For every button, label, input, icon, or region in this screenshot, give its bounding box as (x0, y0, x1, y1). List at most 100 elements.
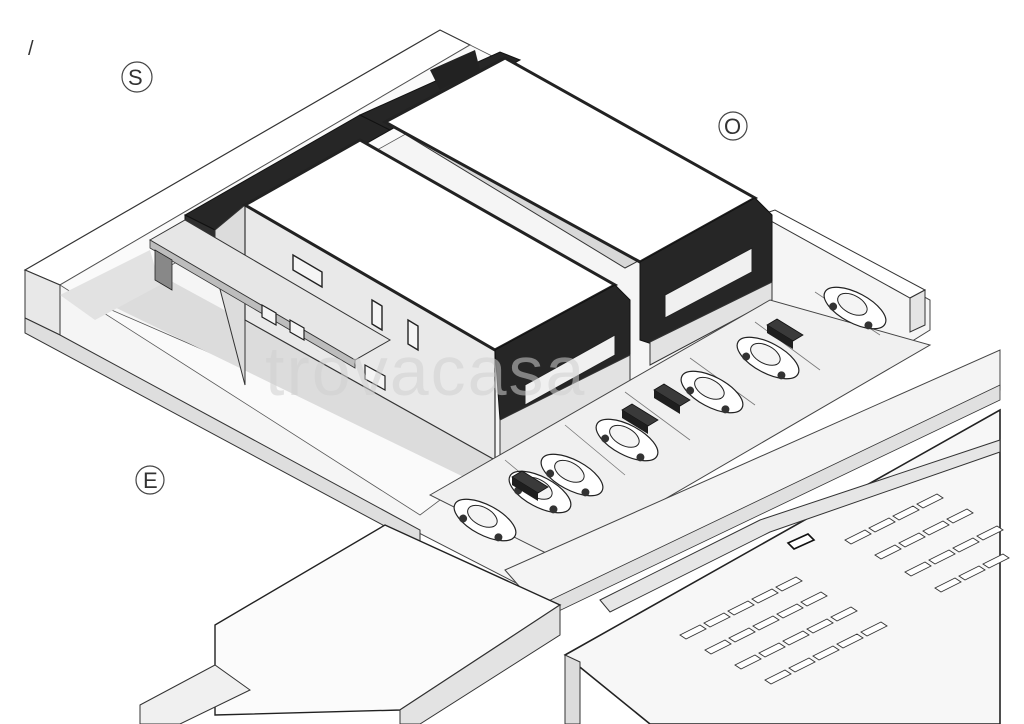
parking-divider-5 (754, 321, 821, 371)
page-mark: / (28, 38, 34, 60)
solar-panel (868, 517, 896, 533)
solar-panel (782, 630, 810, 646)
car (680, 370, 744, 414)
solar-panel (764, 669, 792, 685)
neighbour-sw-lower-roof (139, 664, 251, 724)
car-cabin (554, 459, 585, 483)
neighbour-building-south-west (139, 524, 562, 724)
perimeter-wall-left-long (24, 317, 421, 546)
solar-panel (904, 561, 932, 577)
east-block-ground-facade (649, 281, 773, 366)
solar-panel (922, 520, 950, 536)
window-lower-2 (289, 318, 305, 342)
solar-panel (836, 633, 864, 649)
parking-divider-3 (624, 391, 691, 441)
solar-panel (946, 508, 974, 524)
annotations: / S O E (28, 38, 748, 495)
compass-south-label: S (128, 65, 143, 90)
east-block-dark-band-2 (430, 50, 480, 90)
solar-panel (976, 525, 1004, 541)
roof-hatch (786, 533, 816, 550)
window-upper-3 (407, 318, 419, 352)
car-wheel (494, 533, 503, 542)
solar-panel (874, 544, 902, 560)
car-wheel (546, 469, 555, 478)
planter (621, 403, 659, 434)
solar-panel (958, 565, 986, 581)
solar-panel (704, 639, 732, 655)
west-block-frame-opening (524, 334, 616, 406)
car (823, 286, 887, 330)
solar-panel (982, 553, 1010, 569)
window-lower-3 (364, 363, 386, 392)
car-cabin (609, 424, 640, 448)
window-lower-1 (261, 303, 277, 327)
car-cabin (694, 376, 725, 400)
car-wheel (829, 302, 838, 311)
solar-panel (776, 603, 804, 619)
planter-side (512, 477, 538, 501)
car (595, 418, 659, 462)
east-boundary-wall (758, 209, 927, 333)
car-cabin (750, 342, 781, 366)
car-wheel (636, 453, 645, 462)
building-shadow-2 (60, 250, 160, 320)
planter (653, 383, 691, 414)
planter-side (654, 390, 680, 414)
planter (766, 318, 804, 349)
solar-panel-array (679, 493, 1010, 685)
compass-south-circle (121, 61, 153, 93)
solar-panel (952, 537, 980, 553)
planter (511, 470, 549, 501)
solar-panel (775, 576, 803, 592)
car-wheel (777, 371, 786, 380)
solar-panel (703, 612, 731, 628)
solar-panel (751, 588, 779, 604)
porch-column-louvre (154, 249, 173, 291)
window-upper-2 (371, 298, 383, 332)
car (453, 498, 517, 542)
building-east-block (358, 50, 773, 366)
solar-panel (788, 657, 816, 673)
car-wheel (864, 321, 873, 330)
solar-panel (734, 654, 762, 670)
solar-panel (812, 645, 840, 661)
compass-east-label: E (143, 468, 158, 493)
car-cabin (467, 504, 498, 528)
street-planters (511, 318, 804, 501)
car-wheel (549, 505, 558, 514)
solar-panel (928, 549, 956, 565)
solar-panel (860, 621, 888, 637)
car-cabin (837, 292, 868, 316)
window-upper-1 (292, 253, 323, 289)
right-wall-face (909, 289, 926, 333)
compass-west-circle (718, 111, 748, 141)
planter-side (622, 410, 648, 434)
planter-side (767, 325, 793, 349)
east-block-frame-opening (664, 247, 753, 319)
compass-east-circle (135, 465, 165, 495)
neighbour-building-south-east (563, 408, 1001, 724)
solar-panel (752, 615, 780, 631)
parking-divider-2 (564, 424, 626, 476)
watermark: trovacasa (265, 332, 586, 410)
car-wheel (601, 434, 610, 443)
solar-panel (800, 591, 828, 607)
car-wheel (721, 405, 730, 414)
solar-panel (727, 600, 755, 616)
solar-panel (892, 505, 920, 521)
sidewalk-strip (504, 349, 1001, 621)
compass-west-label: O (724, 114, 741, 139)
car-wheel (686, 386, 695, 395)
car (540, 453, 604, 497)
solar-panel (934, 577, 962, 593)
neighbour-facade (564, 654, 581, 724)
solar-panel (728, 627, 756, 643)
neighbour-sw-wall (399, 604, 561, 724)
solar-panel (898, 532, 926, 548)
solar-panel (830, 606, 858, 622)
building-shadow (100, 275, 500, 480)
solar-panel (916, 493, 944, 509)
